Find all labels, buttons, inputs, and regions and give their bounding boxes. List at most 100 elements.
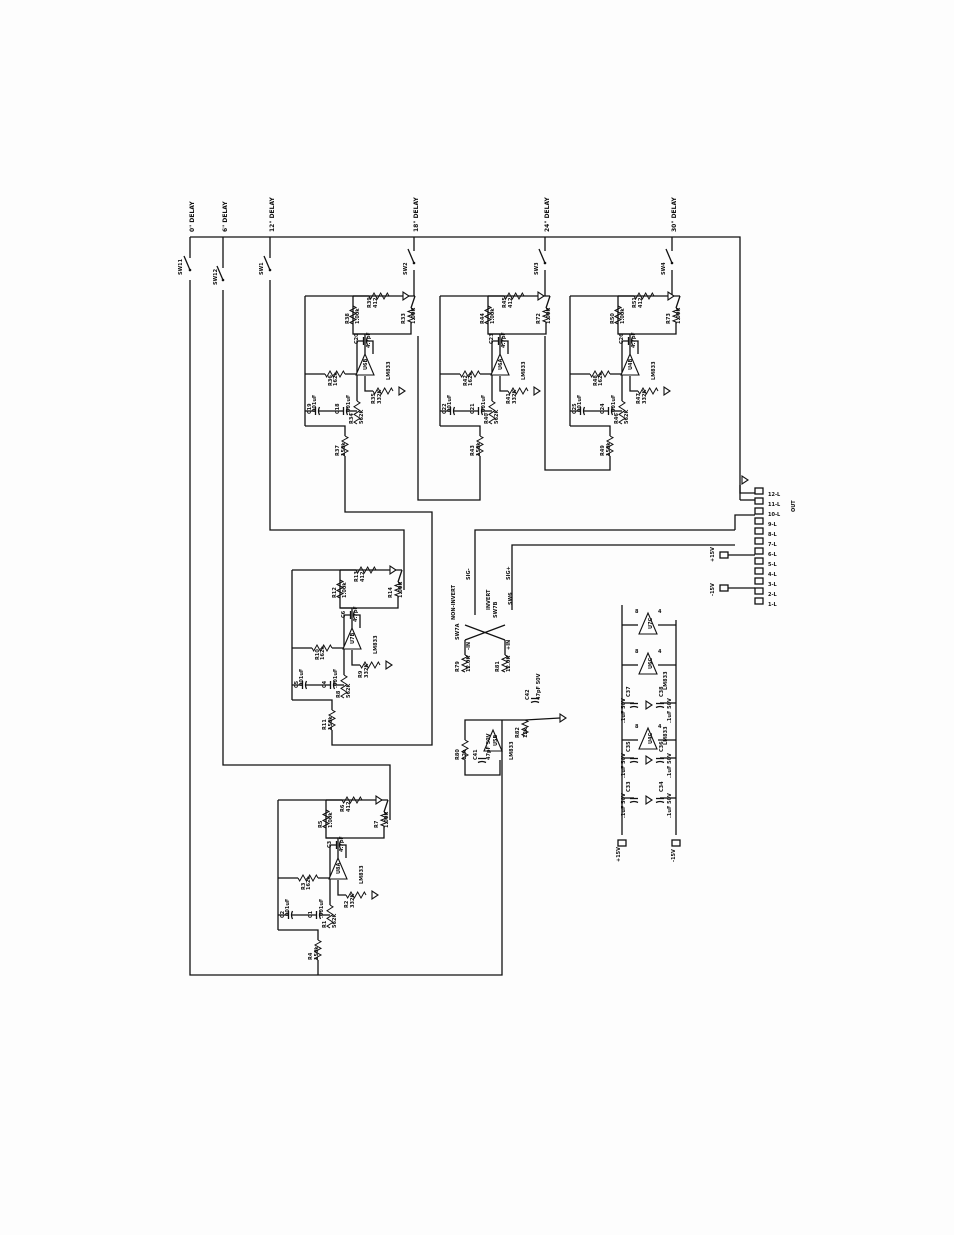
stage-0-gnd-g [398,385,406,397]
stage-1-r-fb [459,369,481,379]
stage-0-r-in [340,435,350,457]
stage-4-cfb-r [340,844,347,858]
stage-1-pot-bottom [488,322,547,335]
cap-val-C33: .1uF 50V [621,793,627,818]
switch-3 [407,248,415,264]
stage-3-r-in [327,709,337,731]
stage-4-r-g-ref: R2 [344,900,350,908]
buffer-ground [559,712,567,724]
stage-1-cfb-l [491,340,498,374]
stage-2-r-out [613,305,623,325]
stage-2-c-b [610,406,614,416]
stage-1-r-term-ref: R45 [502,297,508,308]
minus-rail-label: -15V [671,849,677,862]
stage1-return [417,336,481,501]
stage-4-r-g [345,890,367,900]
connector-pin-label-6: 7-L [768,542,778,548]
stage-0-r-bias [353,400,361,425]
stage-4-opamp-ref: U8A [336,862,342,874]
stage-3-r-bias [340,674,348,699]
stage-2-r-in [605,435,615,457]
stage-2-ic-label: LM833 [651,361,657,380]
stage-4-pot-ref: R7 [374,820,380,828]
connector-minus-tag [719,584,729,592]
switch-pivot [188,268,192,272]
supply-opamp-2 [638,611,658,635]
stage-1-c-fb-ref: C23 [489,333,495,344]
inv-minus-label: -IN [466,642,472,650]
stage-4-r-in-ref: R4 [308,952,314,960]
supply-opamp-1 [638,651,658,675]
connector-pin-9 [754,567,764,575]
connector-pin-6 [754,537,764,545]
stage-3-r-fb-ref: R10 [315,649,321,660]
r79-val: 12.0K [466,655,472,672]
stage-4-c-fb-val: 4.7pF [339,836,345,852]
stage-1-cfb-r [502,340,509,354]
stage-4-pot-val: 1.00K [384,811,390,828]
stage-1-pot-ref: R72 [536,313,542,324]
switch-pivot [268,268,272,272]
stage-0-pot-val: 1.00K [411,307,417,324]
stage-3-r-in-ref: R11 [322,719,328,730]
switch-label-sw7a: SW7A [455,623,461,640]
stage-2-r-in-ref: R49 [600,445,606,456]
stage-2-r-g-val: 332K [642,389,648,404]
r79 [460,654,470,673]
delay-label-5: 30" DELAY [671,196,678,232]
stage-1-r-in-ref: R43 [470,445,476,456]
stage-4-c-fb-ref: C3 [327,840,333,848]
stage-0-in-wire [305,425,346,436]
switch-pivot [412,261,416,265]
feed-sw12 [222,290,391,820]
feed-sw11 [189,280,503,976]
stage-3-gnd-g [385,659,393,671]
stage-1-r-bias [488,400,496,425]
switch-label-sw3: SW3 [534,262,540,275]
connector-pin-5 [754,527,764,535]
stage-3-c-a-val: .001uF [299,669,305,688]
buffer-gnd-w [524,717,561,721]
stage0-to-stage3 [344,464,433,640]
stage-2-pot-bottom [618,322,677,335]
stage-3-r-g [359,660,381,670]
stage-0-c-a [317,406,321,416]
cap-C33 [629,800,639,804]
sig-plus-wire [511,544,735,610]
buffer-opamp-ref: U5B [493,734,499,746]
stage-4-r-bias-ref: R1 [322,920,328,928]
stage-0-r-out-ref: R38 [345,313,351,324]
stage-0-gnd-term [402,290,410,302]
stage-1-pot [541,307,551,323]
pwr-ground-2 [645,699,653,711]
supply-ic-label-1: LM833 [663,671,669,690]
stage-1-c-fb [500,336,504,346]
connector-pin-label-1: 12-L [768,492,781,498]
connector-pin-label-4: 9-L [768,522,778,528]
delay-label-0: 0" DELAY [189,201,196,232]
supply-pin-bottom-0: 4 [658,724,662,730]
connector-pin-1 [754,487,764,495]
stage-4-r-term-ref: R6 [340,804,346,812]
stage-4-r-fb [297,873,319,883]
stage-1-r-fb-val: 162k [468,372,474,386]
r81 [500,654,510,673]
stage-0-opamp-ref: U6B [363,358,369,370]
switch-label-sw6: SW6 [508,592,514,605]
cap-val-C34: .1uF 50V [667,793,673,818]
stage-4-r-term [341,795,363,805]
stage-4-c-a-val: .001uF [285,899,291,918]
stage-1-gnd-term [537,290,545,302]
stage-1-r-out-ref: R44 [480,313,486,324]
stage-0-r-g-val: 332K [377,389,383,404]
stage-0-r-fb [324,369,346,379]
stage-3-r-g-ref: R9 [358,670,364,678]
stage-1-g-w [499,376,508,392]
stage-1-r-bias-ref: R40 [484,413,490,424]
stage-4-gnd-g [371,889,379,901]
connector-pin-label-10: 3-L [768,582,778,588]
stage-2-opamp [620,352,640,376]
stage-2-r-bias [618,400,626,425]
